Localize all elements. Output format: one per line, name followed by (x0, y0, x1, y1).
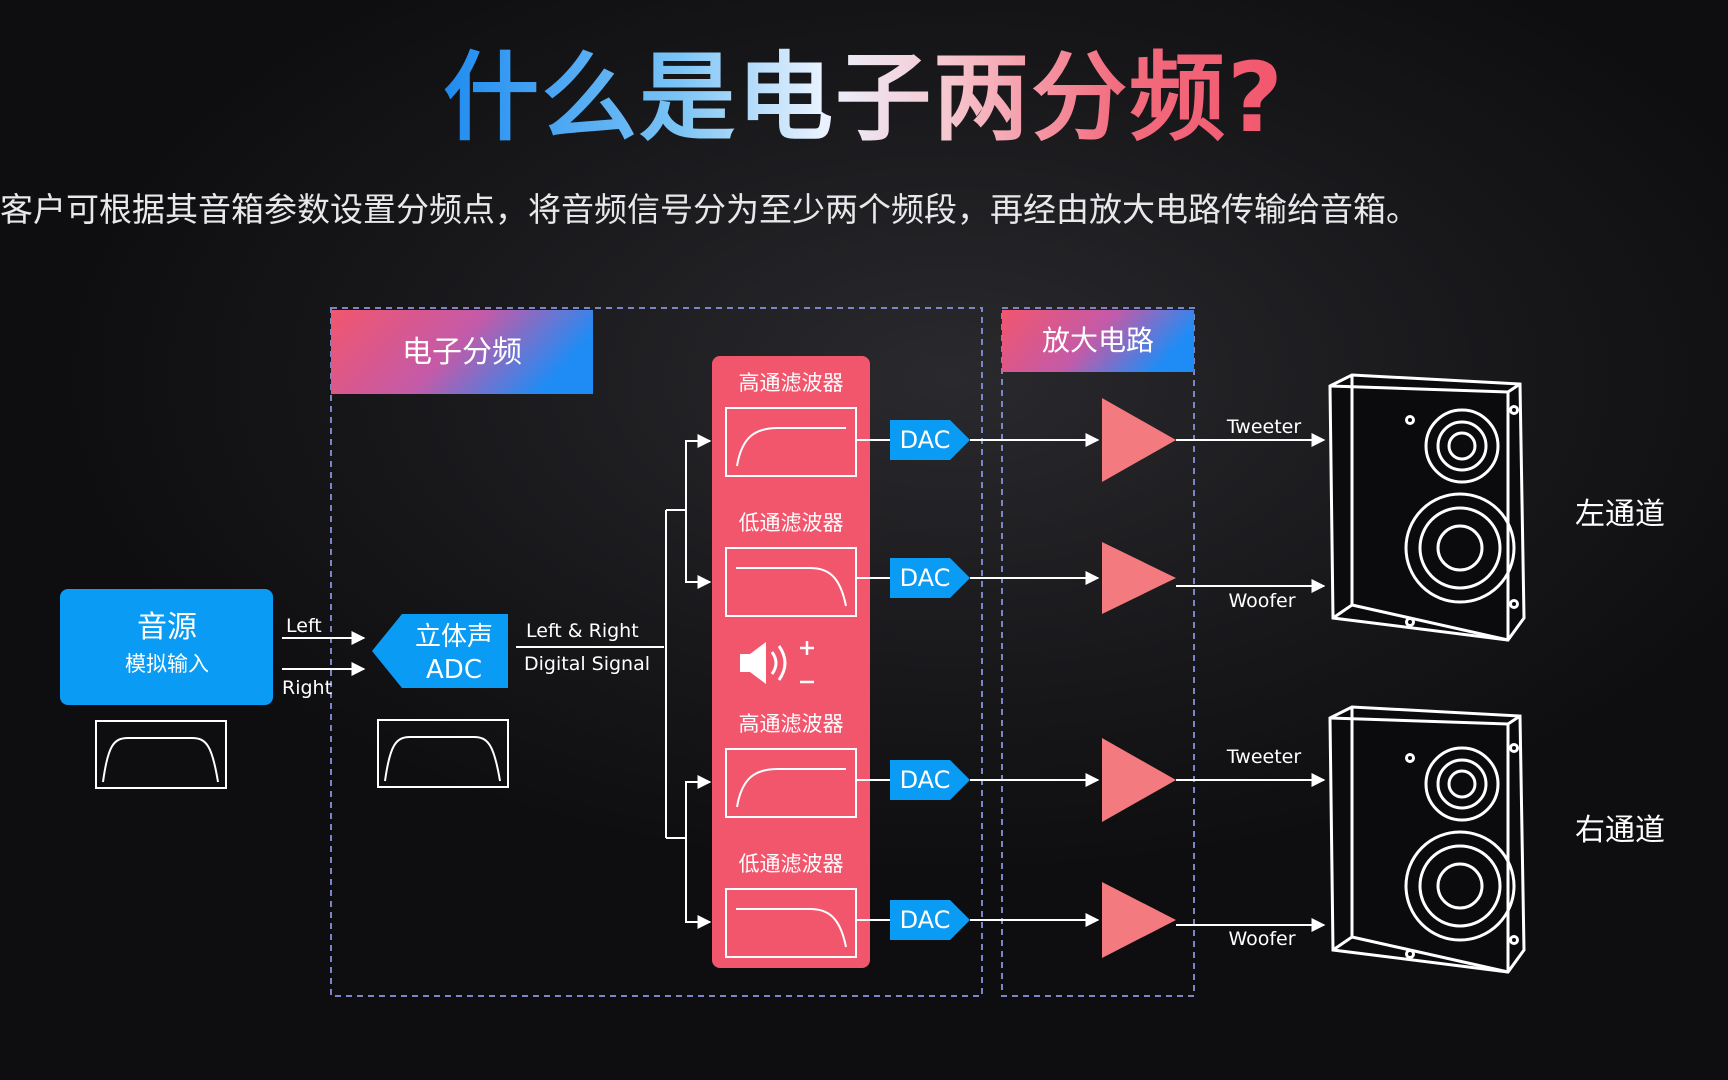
amp-section-header (1002, 310, 1194, 372)
branch-3 (685, 775, 712, 838)
source-subtitle: 模拟输入 (125, 652, 209, 676)
filter-panel (712, 356, 870, 968)
dac-label-1: DAC (900, 426, 951, 454)
dac-label-2: DAC (900, 564, 951, 592)
filter-label-4: 低通滤波器 (739, 852, 844, 876)
highpass-graph-1 (725, 407, 857, 477)
speaker-right (1328, 705, 1526, 974)
right-channel-label: 右通道 (1575, 813, 1665, 848)
amp-section-label: 放大电路 (1042, 324, 1154, 357)
crossover-section-header (331, 310, 593, 394)
filter-label-3: 高通滤波器 (739, 712, 844, 736)
dac-label-3: DAC (900, 766, 951, 794)
volume-up-icon (740, 641, 814, 684)
signal-label-2: Digital Signal (524, 653, 650, 675)
lowpass-curve-1 (736, 567, 847, 607)
tweeter-label-right: Tweeter (1226, 746, 1302, 768)
lowpass-curve-2 (736, 908, 847, 948)
adc-response-graph (377, 719, 509, 788)
left-channel-label: 左通道 (1575, 497, 1665, 532)
source-box (60, 589, 273, 705)
source-response-graph (95, 720, 227, 789)
dac-block-4: DAC (890, 900, 970, 940)
crossover-section-box (330, 307, 983, 997)
filter-label-1: 高通滤波器 (739, 371, 844, 395)
dac-label-4: DAC (900, 906, 951, 934)
speaker-left (1328, 373, 1526, 642)
bandpass-curve (102, 737, 219, 783)
adc-block (372, 614, 508, 688)
highpass-curve-2 (736, 768, 846, 808)
amplifier-2 (1102, 542, 1176, 614)
lowpass-graph-1 (725, 547, 857, 617)
right-label: Right (282, 677, 332, 699)
dac-block-1: DAC (890, 420, 970, 460)
page-title: 什么是电子两分频? (443, 42, 1285, 154)
source-title: 音源 (137, 610, 197, 645)
highpass-graph-2 (725, 748, 857, 818)
amp-section-box (1001, 307, 1195, 997)
dac-block-2: DAC (890, 558, 970, 598)
adc-line1: 立体声 (415, 622, 493, 652)
signal-label-1: Left & Right (526, 620, 639, 642)
left-label: Left (286, 615, 322, 637)
crossover-section-label: 电子分频 (402, 335, 522, 370)
amplifier-1 (1102, 398, 1176, 482)
highpass-curve-1 (736, 427, 846, 467)
woofer-label-right: Woofer (1228, 928, 1295, 950)
branch-4 (685, 838, 712, 929)
filter-label-2: 低通滤波器 (739, 511, 844, 535)
lowpass-graph-2 (725, 888, 857, 958)
tweeter-label-left: Tweeter (1226, 416, 1302, 438)
branch-1 (685, 434, 712, 510)
woofer-label-left: Woofer (1228, 590, 1295, 612)
branch-2 (685, 510, 712, 589)
amplifier-3 (1102, 738, 1176, 822)
amplifier-4 (1102, 882, 1176, 958)
dac-block-3: DAC (890, 760, 970, 800)
adc-bandpass-curve (384, 736, 501, 782)
page-subtitle: 客户可根据其音箱参数设置分频点，将音频信号分为至少两个频段，再经由放大电路传输给… (0, 190, 1419, 229)
adc-line2: ADC (426, 655, 482, 685)
